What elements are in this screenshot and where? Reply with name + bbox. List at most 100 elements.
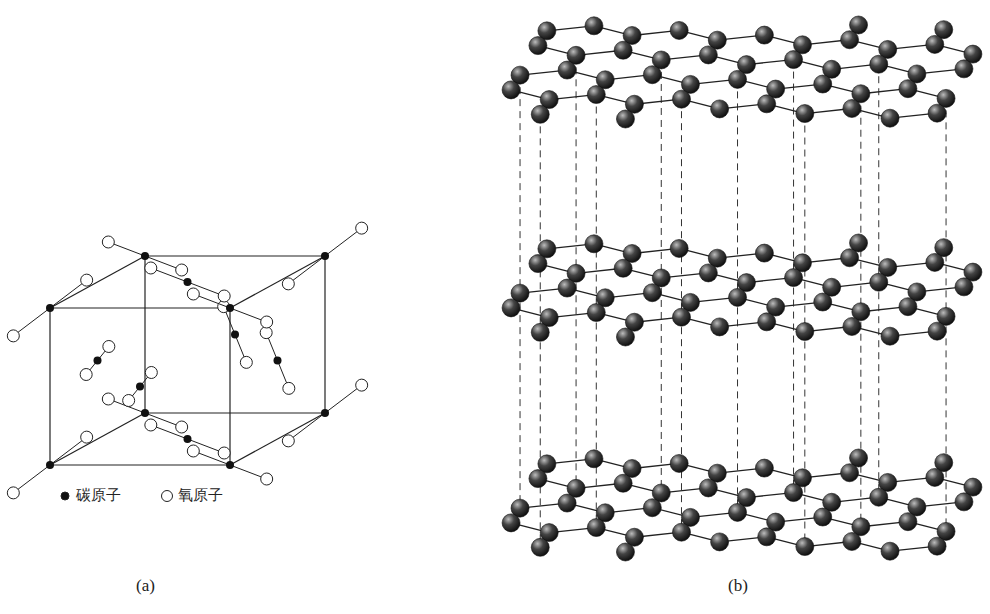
carbon-atom	[881, 327, 899, 345]
carbon-atom	[321, 409, 329, 417]
carbon-atom	[758, 313, 776, 331]
cell-edge	[144, 256, 145, 413]
carbon-atom	[955, 278, 973, 296]
oxygen-atom	[261, 316, 273, 328]
bond	[193, 294, 266, 322]
oxygen-atom	[81, 274, 93, 286]
carbon-atom	[587, 304, 605, 322]
carbon-atom	[226, 304, 234, 312]
oxygen-atom	[7, 487, 19, 499]
carbon-atom	[502, 81, 520, 99]
co2-molecule	[102, 393, 187, 433]
carbon-atom	[928, 104, 946, 122]
legend-entry: 氧原子	[160, 486, 223, 505]
cell-edge	[49, 308, 50, 465]
cell-edge	[230, 256, 325, 308]
carbon-atom	[814, 508, 832, 526]
carbon-atom	[672, 90, 690, 108]
legend-swatch	[160, 489, 174, 503]
co2-molecule	[282, 379, 367, 447]
carbon-atom	[643, 284, 661, 302]
carbon-atom	[843, 99, 861, 117]
figure-label: (b)	[728, 576, 748, 596]
co2-molecule	[260, 327, 295, 395]
oxygen-atom	[282, 435, 294, 447]
carbon-atom	[529, 470, 547, 488]
carbon-atom	[614, 41, 632, 59]
carbon-atom	[585, 235, 603, 253]
carbon-layer	[502, 16, 982, 128]
carbon-atom	[94, 357, 102, 365]
co2-molecule	[145, 419, 230, 459]
carbon-atom	[699, 46, 717, 64]
cell-edge	[145, 255, 325, 256]
carbon-atom	[587, 519, 605, 537]
graphite-layers	[502, 16, 982, 561]
carbon-atom	[796, 105, 814, 123]
co2-molecule	[7, 274, 92, 342]
carbon-atom	[699, 264, 717, 282]
carbon-atom	[814, 293, 832, 311]
carbon-atom	[531, 105, 549, 123]
carbon-atom	[616, 543, 634, 561]
carbon-atom	[614, 259, 632, 277]
co2-molecule	[218, 301, 253, 369]
oxygen-atom	[145, 262, 157, 274]
carbon-atom	[670, 454, 688, 472]
carbon-atom	[841, 464, 859, 482]
cell-edge	[50, 413, 145, 465]
cell-edge	[50, 307, 230, 308]
oxygen-atom	[283, 382, 295, 394]
carbon-atom	[184, 278, 192, 286]
carbon-atom	[758, 528, 776, 546]
carbon-atom	[711, 318, 729, 336]
carbon-atom	[670, 239, 688, 257]
carbon-atom	[814, 75, 832, 93]
legend-entry: 碳原子	[58, 486, 121, 505]
co2-molecule	[80, 340, 115, 380]
cell-edge	[229, 308, 230, 465]
dry-ice-cell	[7, 222, 367, 499]
carbon-atom	[899, 298, 917, 316]
carbon-atom	[616, 110, 634, 128]
oxygen-atom	[218, 290, 230, 302]
carbon-atom	[585, 17, 603, 35]
carbon-atom	[531, 538, 549, 556]
co2-molecule	[282, 222, 367, 290]
bond	[224, 307, 247, 363]
carbon-atom	[529, 37, 547, 55]
bond	[288, 228, 361, 284]
carbon-atom	[796, 538, 814, 556]
carbon-atom	[672, 308, 690, 326]
co2-molecule	[187, 288, 272, 328]
carbon-atom	[558, 279, 576, 297]
bond	[266, 333, 289, 389]
carbon-atom	[136, 383, 144, 391]
oxygen-atom	[102, 236, 114, 248]
carbon-atom	[46, 304, 54, 312]
carbon-atom	[274, 357, 282, 365]
carbon-atom	[614, 474, 632, 492]
carbon-atom	[231, 331, 239, 339]
bond	[193, 451, 266, 479]
carbon-atom	[758, 95, 776, 113]
co2-molecule	[123, 366, 158, 406]
carbon-atom	[226, 461, 234, 469]
carbon-atom	[955, 60, 973, 78]
carbon-atom	[711, 533, 729, 551]
oxygen-atom	[81, 431, 93, 443]
bond	[288, 385, 361, 441]
cell-edge	[50, 464, 230, 465]
co2-molecule	[102, 236, 187, 276]
oxygen-atom	[80, 369, 92, 381]
carbon-atom	[729, 288, 747, 306]
oxygen-atom	[218, 447, 230, 459]
oxygen-atom	[176, 264, 188, 276]
carbon-atom	[870, 55, 888, 73]
carbon-atom	[643, 66, 661, 84]
carbon-atom	[926, 253, 944, 271]
carbon-atom	[141, 252, 149, 260]
carbon-atom	[321, 252, 329, 260]
carbon-atom	[785, 269, 803, 287]
carbon-atom	[585, 450, 603, 468]
